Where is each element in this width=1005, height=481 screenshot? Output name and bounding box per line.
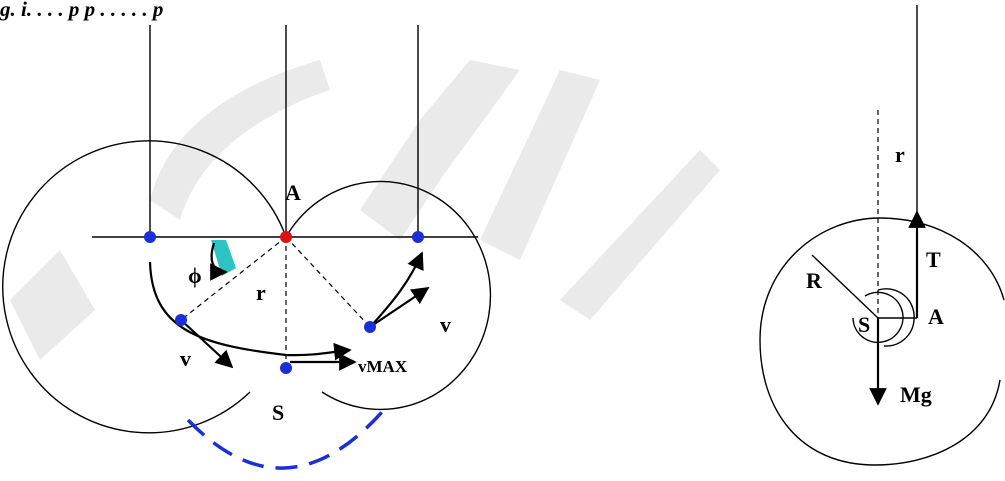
label-phi: ϕ: [188, 263, 202, 288]
left-pivot-point: [144, 231, 156, 243]
angle-wedge: [211, 240, 236, 276]
label-s-left: S: [272, 400, 284, 425]
velocity-arrow-right: [369, 287, 430, 328]
label-v-right: v: [440, 312, 451, 337]
trajectory-left: [148, 261, 352, 361]
right-center-point: [364, 321, 376, 333]
lowest-position-arc: [186, 410, 384, 470]
label-r-small: r: [895, 142, 905, 167]
label-a-right: A: [928, 304, 944, 329]
figure-caption: g. i. . . . p p . . . . . p: [0, 0, 163, 21]
hub-outer: [877, 288, 915, 347]
label-vmax: vMAX: [358, 357, 408, 376]
right-disk: [285, 180, 492, 411]
left-center-point: [175, 314, 187, 326]
label-R: R: [806, 268, 823, 293]
hub-circle: [852, 291, 904, 343]
label-mg: Mg: [900, 382, 932, 407]
watermark: [10, 60, 720, 360]
label-s-right: S: [858, 312, 870, 337]
right-diagram: r R T S A Mg: [759, 5, 1005, 466]
right-pivot-point: [412, 231, 424, 243]
velocity-arrow-left: [180, 319, 234, 369]
large-disk: [759, 217, 1005, 466]
label-v-left: v: [180, 346, 191, 371]
lowest-center-point: [280, 362, 292, 374]
radius-right: [285, 236, 371, 328]
radius-left: [180, 236, 287, 321]
trajectory-right: [369, 251, 424, 328]
label-a: A: [285, 180, 301, 205]
label-T: T: [926, 247, 941, 272]
pivot-a-point: [280, 231, 292, 243]
angle-arrow: [210, 242, 228, 281]
label-r: r: [256, 280, 266, 305]
radius-r-line: [811, 254, 879, 319]
left-disk: [2, 140, 287, 434]
left-diagram: A r ϕ v v vMAX S: [2, 25, 492, 470]
